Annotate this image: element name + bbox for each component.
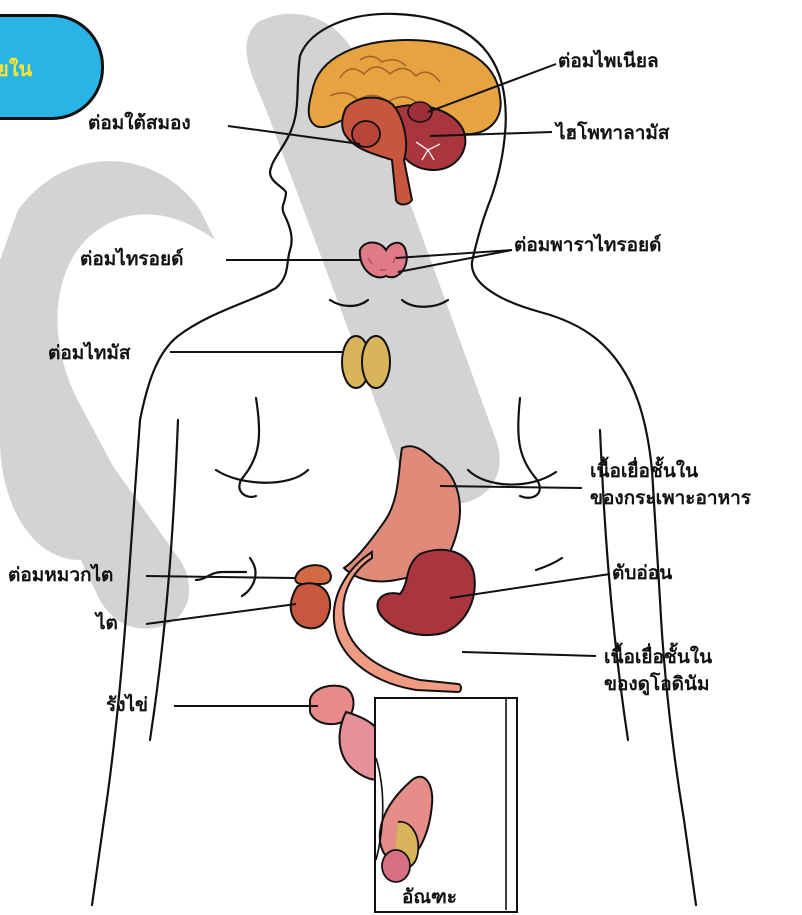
label-pituitary-gland: ต่อมใต้สมอง [88, 110, 191, 136]
label-duodenum-lining-line1: เนื้อเยื่อชั้นใน [604, 644, 712, 671]
section-badge: ยใน [0, 14, 104, 120]
label-testis: อัณฑะ [402, 884, 457, 910]
label-duodenum-lining-line2: ของดูโอดินัม [604, 671, 712, 698]
label-pineal-gland: ต่อมไพเนียล [558, 48, 659, 74]
label-stomach-lining: เนื้อเยื่อชั้นใน ของกระเพาะอาหาร [590, 458, 751, 512]
label-duodenum-lining: เนื้อเยื่อชั้นใน ของดูโอดินัม [604, 644, 712, 698]
label-kidney: ไต [96, 610, 118, 636]
label-parathyroid-gland: ต่อมพาราไทรอยด์ [514, 232, 662, 258]
label-thyroid-gland: ต่อมไทรอยด์ [80, 246, 183, 272]
label-hypothalamus: ไฮโพทาลามัส [556, 120, 670, 146]
kidney [291, 583, 330, 628]
thymus [342, 336, 390, 388]
testis-inset [375, 698, 517, 912]
label-pancreas: ตับอ่อน [612, 560, 672, 586]
label-thymus: ต่อมไทมัส [48, 340, 130, 366]
label-adrenal-gland: ต่อมหมวกไต [8, 562, 113, 588]
adrenal-gland [295, 565, 331, 584]
label-stomach-lining-line2: ของกระเพาะอาหาร [590, 485, 751, 512]
ovary [310, 686, 378, 780]
label-stomach-lining-line1: เนื้อเยื่อชั้นใน [590, 458, 751, 485]
badge-text: ยใน [0, 53, 32, 85]
label-ovary: รังไข่ [106, 692, 148, 718]
